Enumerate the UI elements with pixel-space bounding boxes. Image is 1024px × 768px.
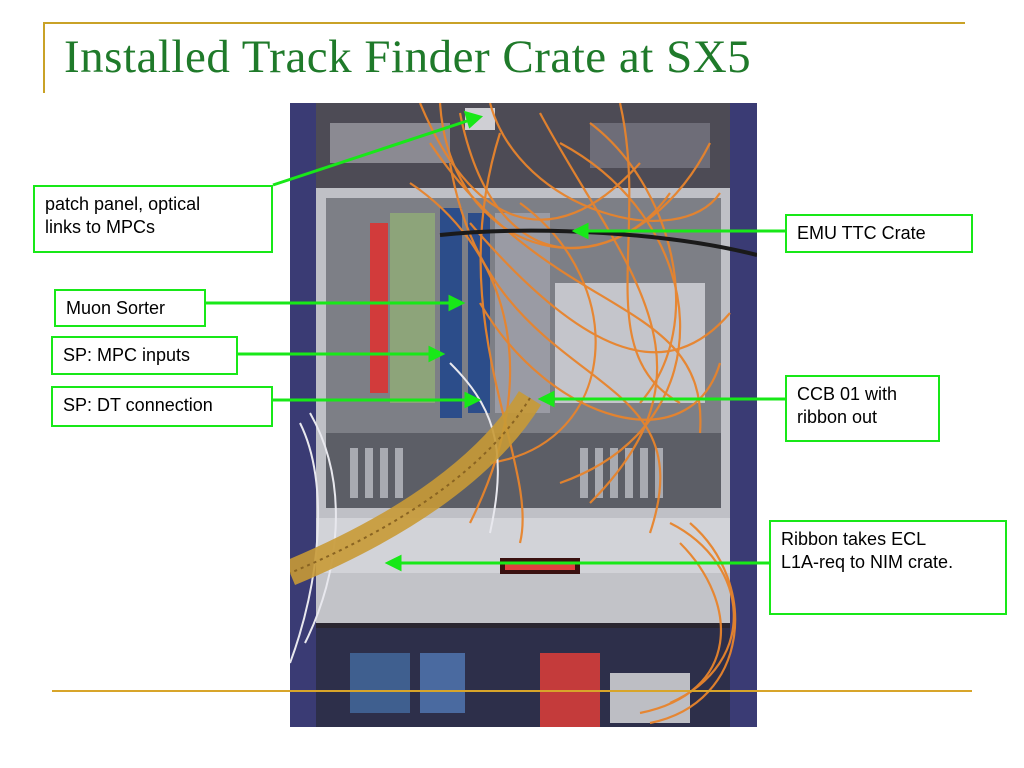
title-frame-top-rule [43, 22, 965, 24]
footer-rule [52, 690, 972, 692]
callout-sp-mpc-inputs: SP: MPC inputs [51, 336, 238, 375]
callout-patch-panel-line2: links to MPCs [45, 217, 156, 237]
callout-ribbon-ecl: Ribbon takes ECL L1A-req to NIM crate. [769, 520, 1007, 615]
callout-ribbon-ecl-line1: Ribbon takes ECL [781, 529, 927, 549]
crate-photo [290, 103, 757, 727]
callout-emu-ttc-crate: EMU TTC Crate [785, 214, 973, 253]
callout-emu-ttc-crate-line1: EMU TTC Crate [797, 223, 926, 243]
callout-muon-sorter: Muon Sorter [54, 289, 206, 327]
slide-title: Installed Track Finder Crate at SX5 [64, 31, 752, 83]
callout-sp-dt-connection: SP: DT connection [51, 386, 273, 427]
callout-sp-dt-connection-line1: SP: DT connection [63, 395, 213, 415]
callout-ccb-01-line2: ribbon out [797, 407, 878, 427]
callout-patch-panel-line1: patch panel, optical [45, 194, 201, 214]
callout-patch-panel: patch panel, optical links to MPCs [33, 185, 273, 253]
title-frame-left-rule [43, 22, 45, 93]
callout-ccb-01: CCB 01 with ribbon out [785, 375, 940, 442]
callout-ribbon-ecl-line2: L1A-req to NIM crate. [781, 552, 954, 572]
callout-ccb-01-line1: CCB 01 with [797, 384, 898, 404]
callout-sp-mpc-inputs-line1: SP: MPC inputs [63, 345, 191, 365]
callout-muon-sorter-line1: Muon Sorter [66, 298, 166, 318]
